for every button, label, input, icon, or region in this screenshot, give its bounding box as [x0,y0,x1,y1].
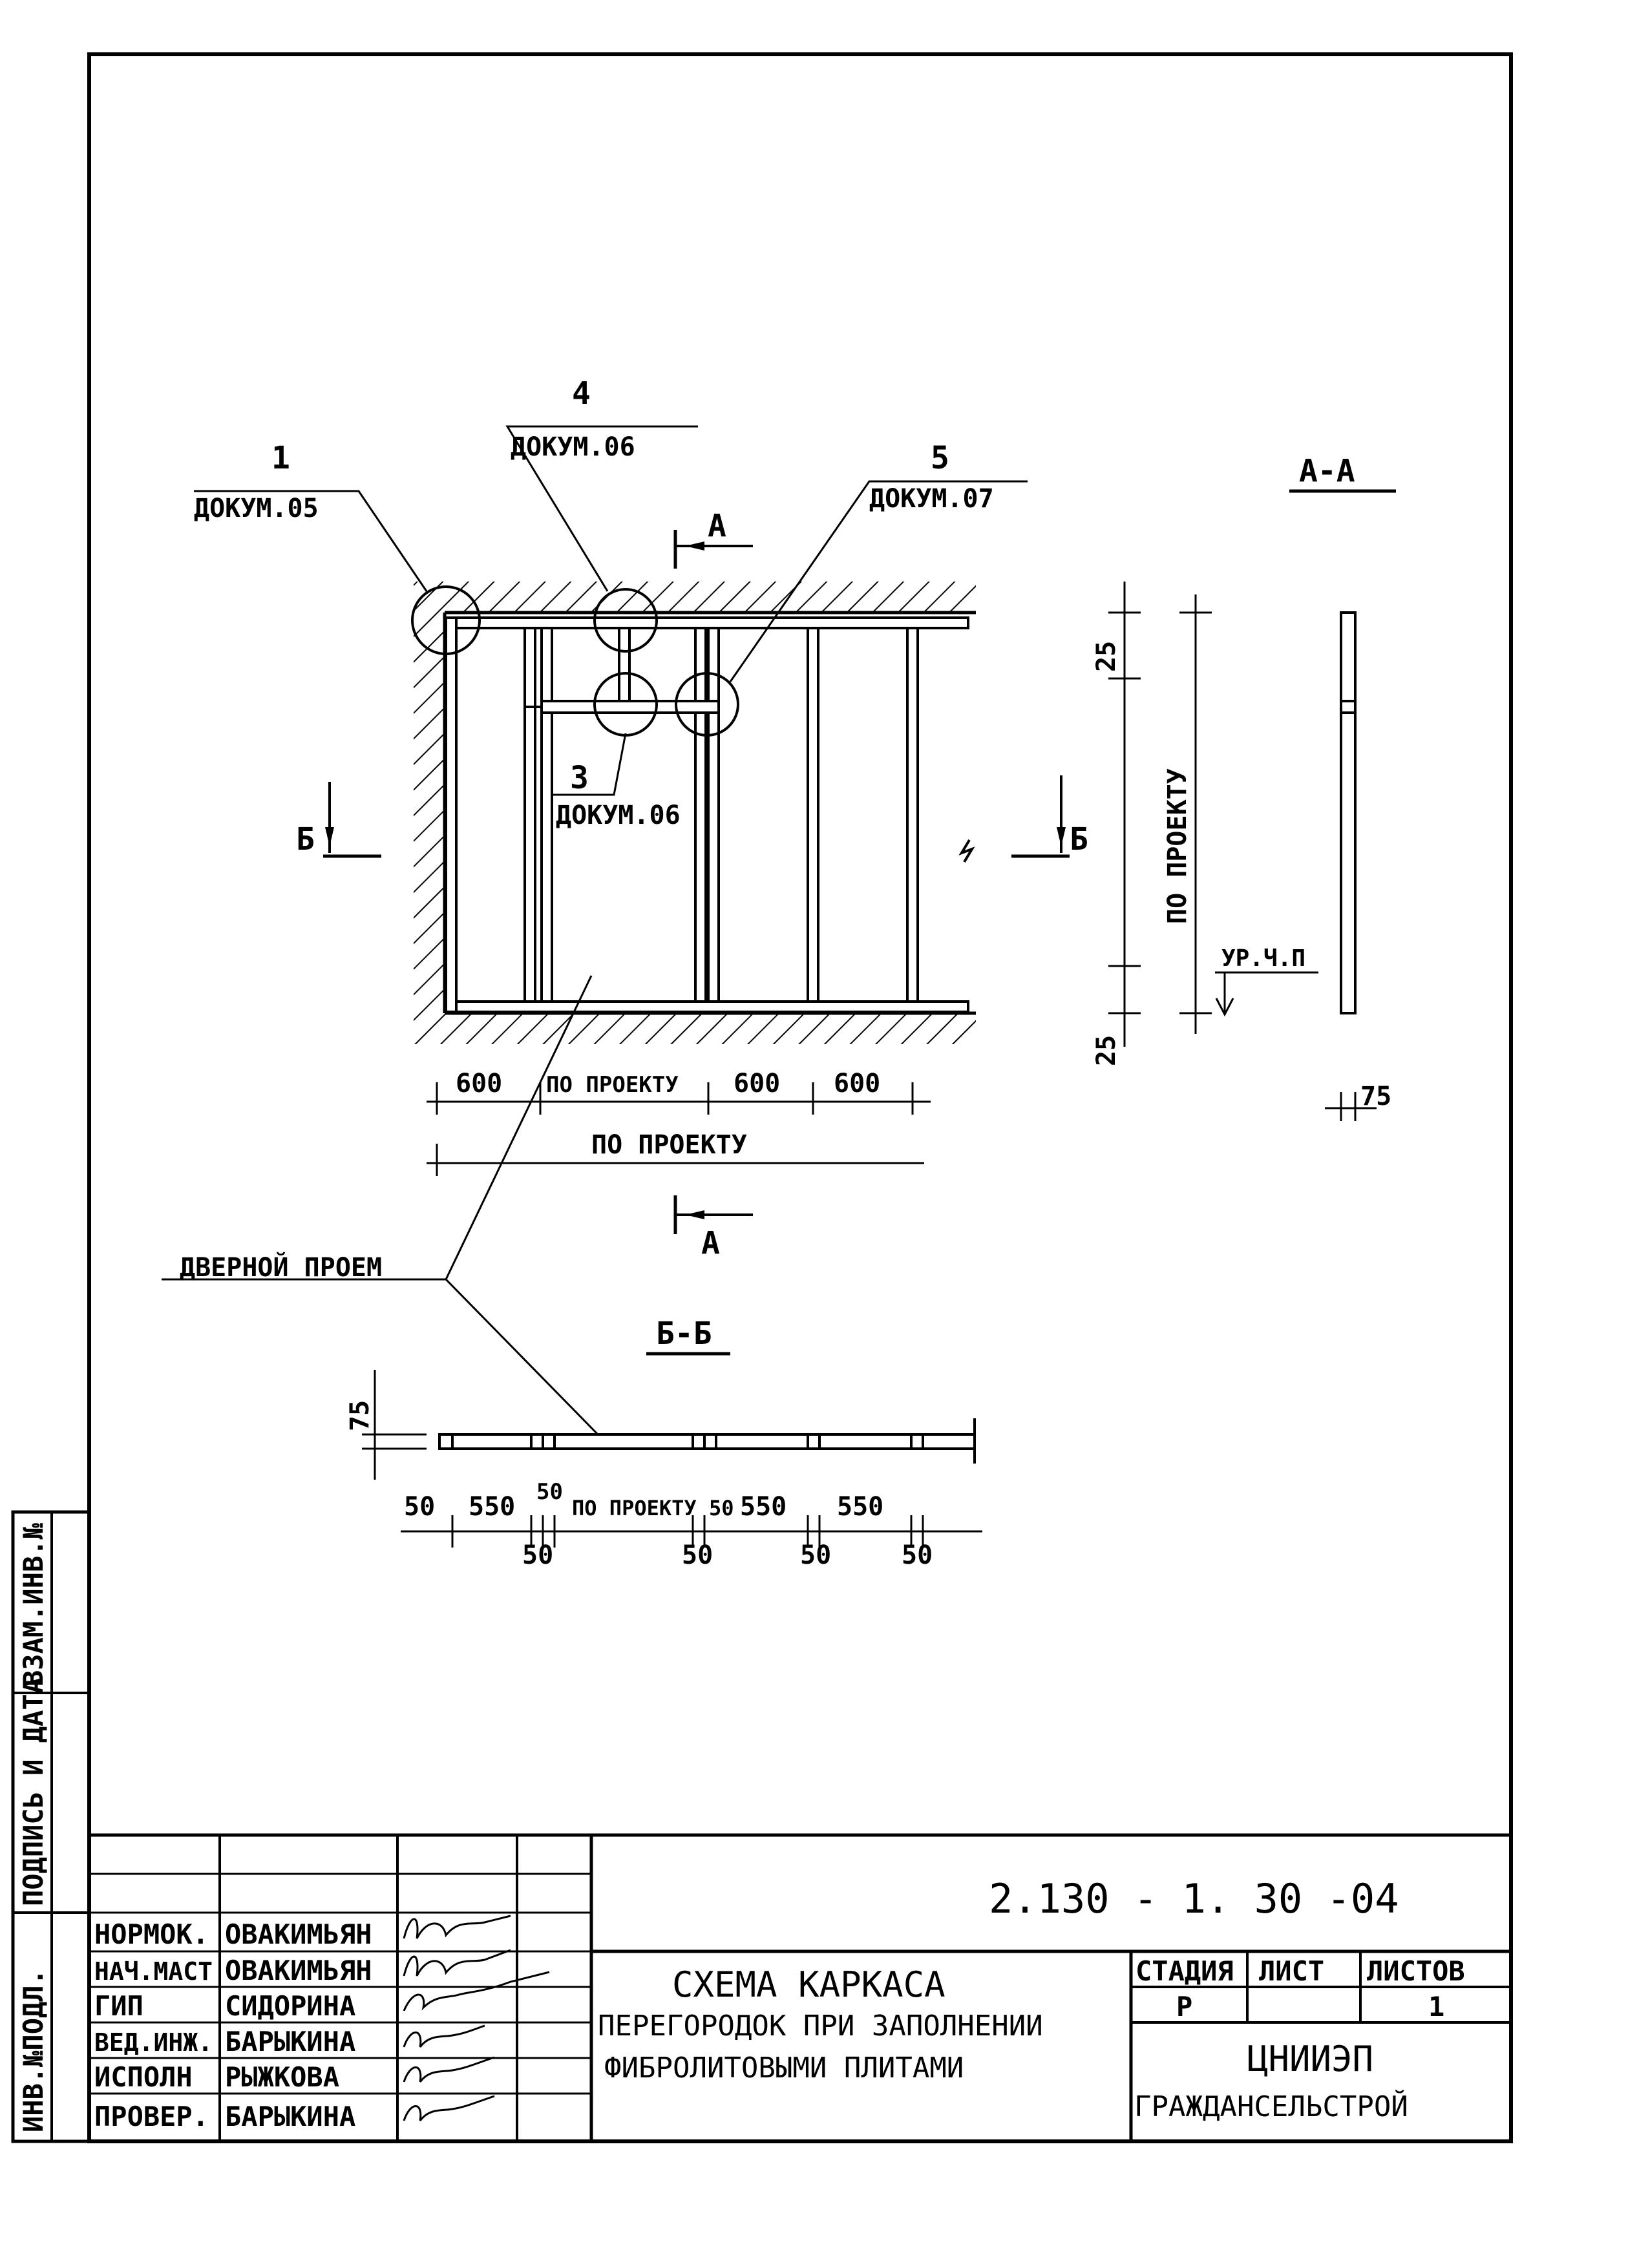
callout-5-doc: ДОКУМ.07 [869,484,994,514]
side-stamp-vzam-inv: ВЗАМ.ИНВ.№ [17,1523,49,1686]
stage-value: Р [1176,1991,1192,2022]
callout-circle-4 [593,588,658,653]
wall-left-hatch [414,613,445,1013]
sheets-value: 1 [1428,1991,1444,2022]
drawing-title-line2: ПЕРЕГОРОДОК ПРИ ЗАПОЛНЕНИИ [598,2010,1043,2042]
callout-5-num: 5 [931,440,949,476]
wall-top-hatch [414,582,976,613]
tb-role-1: НОРМОК. [94,1918,209,1950]
section-bb-thickness: 75 [345,1400,375,1431]
plan-dim-total: ПО ПРОЕКТУ [591,1130,747,1160]
section-bb-dim-11: 50 [902,1540,933,1570]
plan-dim-4: 600 [834,1069,880,1098]
section-aa-width: 75 [1360,1082,1391,1111]
org-line2: ГРАЖДАНСЕЛЬСТРОЙ [1134,2089,1408,2123]
section-mark-b-left: Б [296,821,315,857]
drawing-title-line3: ФИБРОЛИТОВЫМИ ПЛИТАМИ [604,2052,964,2084]
section-bb-dim-4: ПО ПРОЕКТУ [572,1496,697,1520]
plan-dim-3: 600 [734,1069,780,1098]
callout-4-doc: ДОКУМ.06 [511,432,635,462]
section-mark-a-top: А [708,508,726,544]
tb-name-4: БАРЫКИНА [225,2026,355,2057]
section-aa-level: УР.Ч.П [1221,945,1305,972]
tb-name-2: ОВАКИМЬЯН [225,1955,372,1986]
callout-3-num: 3 [570,760,589,796]
section-mark-a-bottom: А [701,1225,720,1261]
tb-role-4: ВЕД.ИНЖ. [94,2028,213,2057]
tb-name-1: ОВАКИМЬЯН [225,1918,372,1950]
callout-circle-1 [411,585,481,655]
sheet-label: ЛИСТ [1259,1955,1324,1987]
section-bb-dim-6: 550 [740,1492,787,1522]
section-bb-dim-7: 550 [837,1492,883,1522]
tb-role-5: ИСПОЛН [94,2061,193,2093]
callout-3-doc: ДОКУМ.06 [556,801,681,830]
section-aa-dim-height: ПО ПРОЕКТУ [1163,768,1192,924]
signatures [403,1915,550,2121]
side-stamp: ИНВ.№ПОДЛ. ПОДПИСЬ И ДАТА ВЗАМ.ИНВ.№ [11,1510,91,2143]
title-block: 2.130 - 1. 30 -04 НОРМОК. ОВАКИМЬЯН НАЧ.… [87,1833,1513,2143]
stage-label: СТАДИЯ [1136,1955,1234,1987]
tb-role-3: ГИП [94,1990,143,2022]
side-stamp-inv-podl: ИНВ.№ПОДЛ. [17,1969,49,2132]
tb-name-3: СИДОРИНА [225,1990,355,2022]
plan-dim-2: ПО ПРОЕКТУ [546,1072,679,1098]
drawing-code: 2.130 - 1. 30 -04 [989,1875,1399,1922]
section-mark-b-right: Б [1070,821,1088,857]
section-bb-dim-2: 550 [469,1492,515,1522]
section-aa-dim-top: 25 [1092,641,1121,672]
org-line1: ЦНИИЭП [1247,2039,1373,2079]
tb-name-6: БАРЫКИНА [225,2101,355,2132]
section-aa-title: А-А [1299,453,1355,489]
tb-name-5: РЫЖКОВА [225,2061,339,2093]
section-aa: А-А 25 25 ПО ПРОЕКТУ УР.Ч.П 75 [1092,453,1396,1121]
callout-circle-5 [675,672,739,737]
section-bb-dim-10: 50 [800,1540,831,1570]
plan-view: 1 ДОКУМ.05 4 ДОКУМ.06 5 ДОКУМ.07 3 ДОКУМ… [162,375,1088,1439]
sheets-label: ЛИСТОВ [1367,1955,1465,1987]
side-stamp-signature-date: ПОДПИСЬ И ДАТА [17,1677,49,1906]
section-bb: Б-Б 75 50 550 50 ПО ПРОЕК [345,1316,982,1570]
section-bb-dim-1: 50 [404,1492,435,1522]
sheet-frame [87,52,1513,2143]
callout-1-num: 1 [271,440,290,476]
section-bb-dim-8: 50 [522,1540,553,1570]
section-aa-dim-bottom: 25 [1092,1035,1121,1066]
tb-role-2: НАЧ.МАСТ [94,1957,213,1986]
callout-4-num: 4 [572,375,591,412]
section-bb-title: Б-Б [656,1316,712,1352]
tb-role-6: ПРОВЕР. [94,2101,209,2132]
drawing-title-line1: СХЕМА КАРКАСА [672,1964,945,2005]
section-bb-dim-5: 50 [709,1496,734,1520]
plan-dim-1: 600 [456,1069,502,1098]
door-opening-label: ДВЕРНОЙ ПРОЕМ [180,1252,382,1283]
section-bb-dim-9: 50 [682,1540,713,1570]
callout-1-doc: ДОКУМ.05 [194,494,319,523]
wall-bottom-hatch [414,1013,976,1044]
section-bb-dim-3: 50 [536,1479,563,1505]
